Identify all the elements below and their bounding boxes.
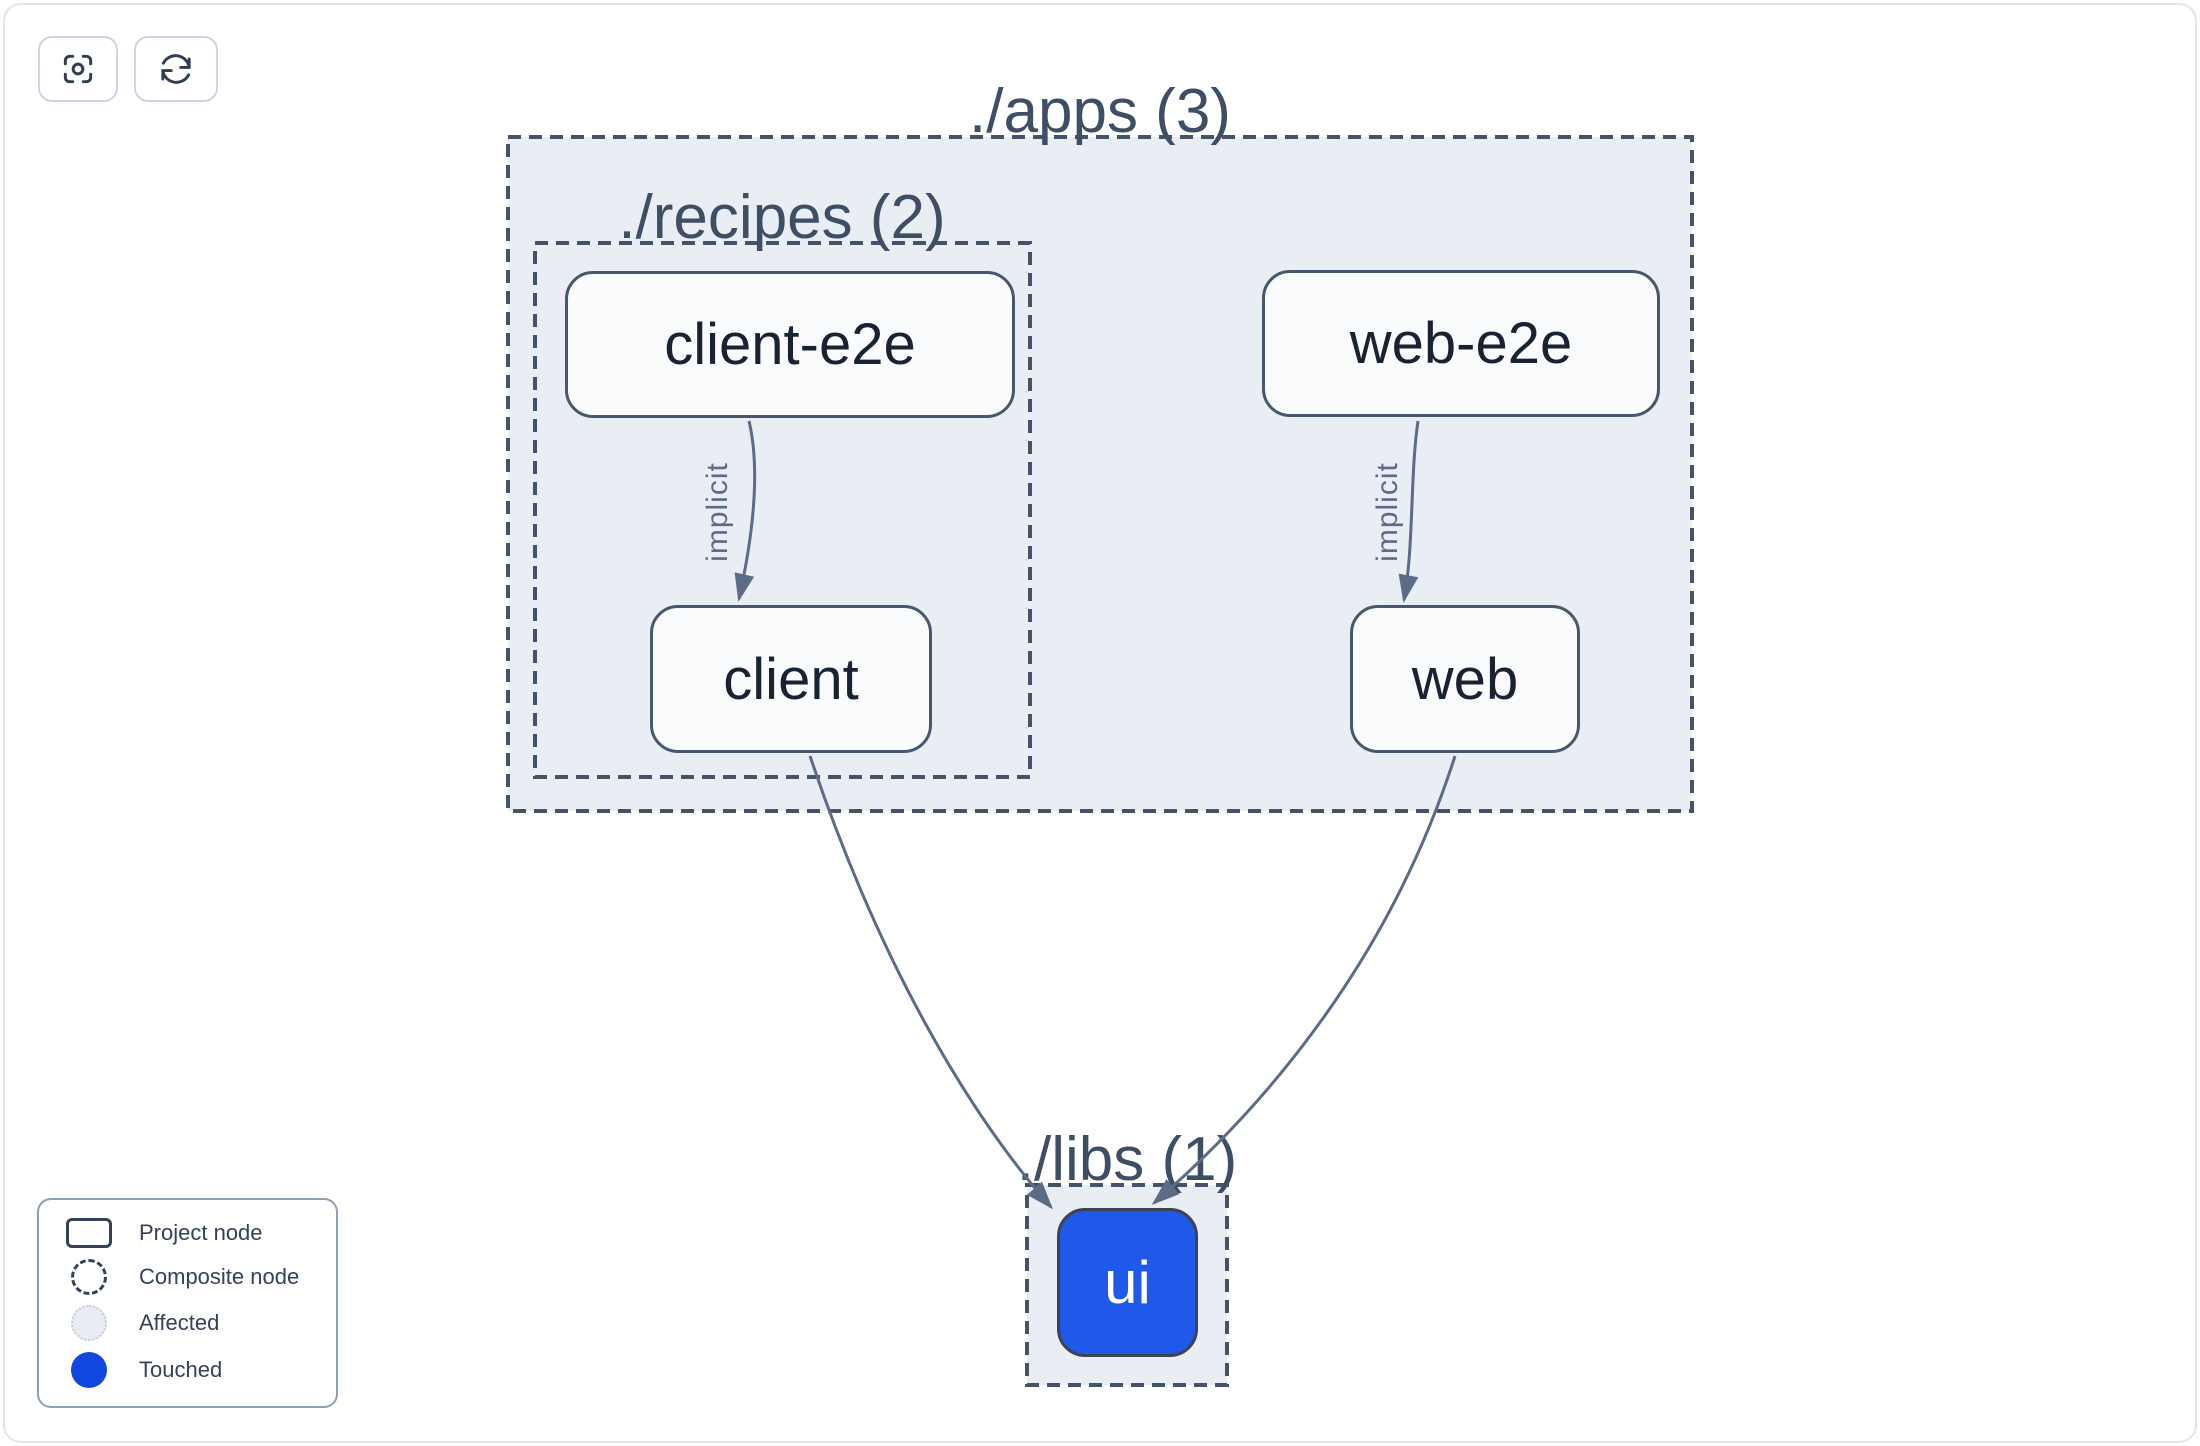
edge-label-web-e2e->web: implicit [1371, 462, 1404, 562]
legend-label: Touched [139, 1356, 223, 1382]
touched-circle [71, 1351, 107, 1388]
composite-circle-icon [39, 1258, 139, 1295]
project-rect-icon [39, 1218, 139, 1249]
project-node-client-e2e[interactable]: client-e2e [565, 271, 1015, 418]
group-label-apps: ./apps (3) [969, 77, 1231, 146]
affected-circle-icon [39, 1305, 139, 1342]
project-node-web-e2e[interactable]: web-e2e [1262, 270, 1660, 417]
edge-client->ui [808, 755, 1053, 1210]
center-graph-button[interactable] [38, 36, 118, 102]
legend-row: Project node [39, 1218, 336, 1249]
legend-row: Affected [39, 1305, 336, 1342]
touched-circle-icon [39, 1351, 139, 1388]
legend-row: Touched [39, 1351, 336, 1388]
affected-circle [71, 1305, 107, 1342]
legend-row: Composite node [39, 1258, 336, 1295]
legend-label: Affected [139, 1310, 220, 1336]
project-node-client[interactable]: client [650, 605, 932, 753]
edge-label-client-e2e->client: implicit [701, 462, 734, 562]
group-label-libs: ./libs (1) [1016, 1125, 1238, 1194]
composite-circle [71, 1258, 107, 1295]
focus-icon [59, 50, 97, 88]
legend-label: Composite node [139, 1263, 300, 1289]
refresh-icon [156, 50, 196, 88]
project-node-web[interactable]: web [1350, 605, 1580, 753]
graph-toolbar [38, 36, 218, 102]
project-node-ui[interactable]: ui [1057, 1208, 1198, 1357]
refresh-graph-button[interactable] [134, 36, 218, 102]
legend-label: Project node [139, 1220, 263, 1246]
project-rect [66, 1218, 112, 1249]
group-label-recipes: ./recipes (2) [618, 183, 946, 252]
